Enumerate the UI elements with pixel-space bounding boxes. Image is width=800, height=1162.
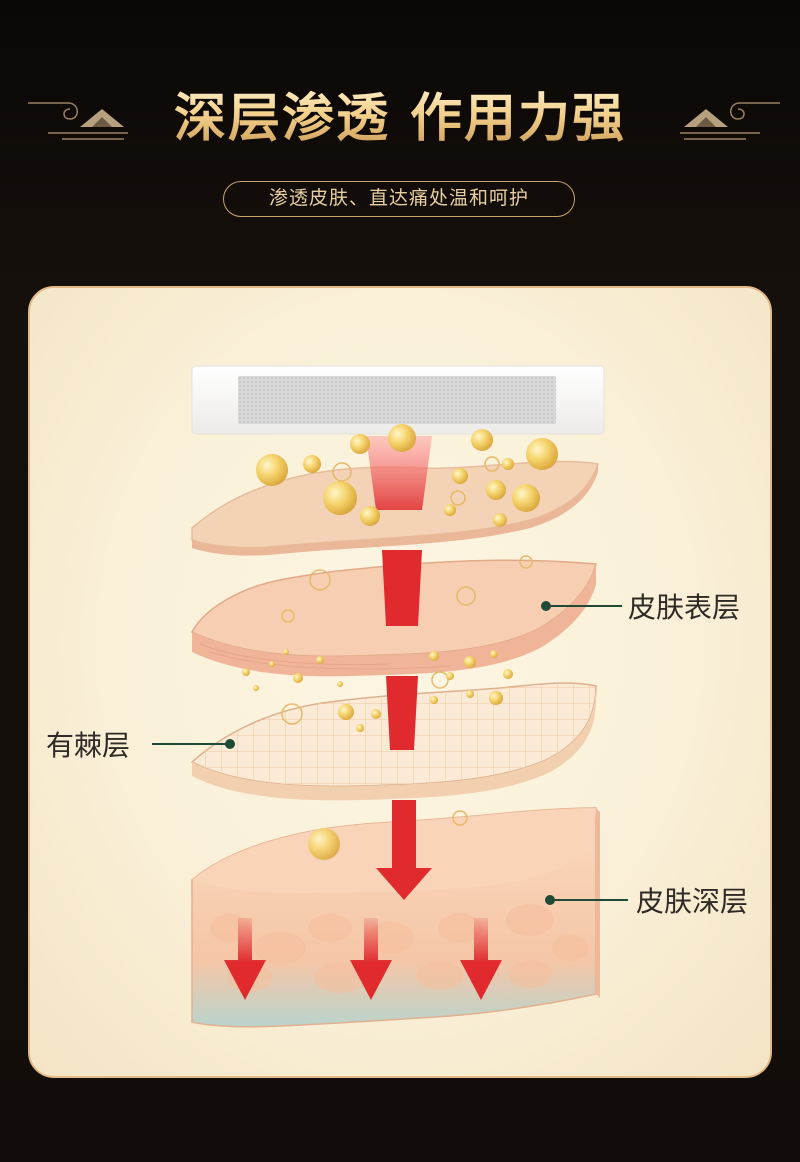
label-skin-surface: 皮肤表层 — [628, 591, 741, 624]
label-skin-deep: 皮肤深层 — [636, 885, 749, 918]
downward-arrows — [224, 918, 502, 1000]
subtitle-pill: 渗透皮肤、直达痛处温和呵护 — [223, 181, 575, 217]
cloud-ornament-right-icon — [680, 102, 780, 140]
label-spinous-layer: 有棘层 — [46, 729, 131, 762]
leader-lines — [152, 601, 628, 905]
cloud-ornament-left-icon — [28, 102, 128, 140]
page-title: 深层渗透 作用力强 — [0, 84, 800, 154]
skin-deep-layer — [191, 800, 600, 1028]
skin-layers-illustration — [152, 365, 628, 1028]
heat-patch — [191, 365, 605, 435]
header: 深层渗透 作用力强 渗透皮肤、直达痛处温和呵护 — [0, 0, 800, 270]
bubbles — [242, 424, 558, 860]
illustration-panel: 皮肤表层 有棘层 皮肤深层 — [28, 286, 772, 1078]
